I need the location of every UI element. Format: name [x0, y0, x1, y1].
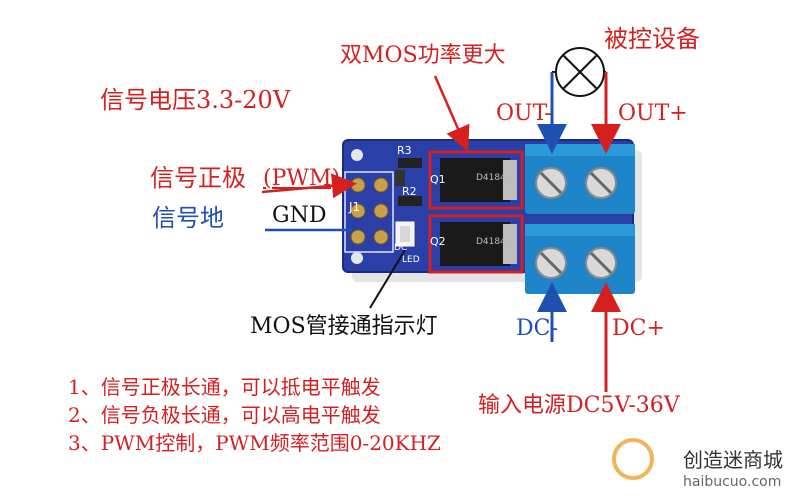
silk-r2: R2: [402, 185, 417, 198]
note-3: 3、PWM控制，PWM频率范围0-20KHZ: [68, 431, 441, 455]
led-indicator-label: MOS管接通指示灯: [250, 314, 438, 339]
gnd-label: GND: [272, 203, 327, 228]
dual-mos-label: 双MOS功率更大: [340, 43, 506, 68]
silk-dc: DC: [394, 243, 408, 253]
out-minus-label: OUT-: [496, 101, 552, 126]
silk-r3: R3: [397, 144, 412, 157]
pwm-label: (PWM): [263, 166, 341, 191]
note-1: 1、信号正极长通，可以抵电平触发: [68, 375, 381, 399]
dc-minus-label: DC-: [516, 316, 558, 341]
led-pointer: [369, 249, 406, 309]
silk-q2: Q2: [430, 235, 446, 248]
pwm-signal-line: [261, 173, 357, 199]
terminal-block-input: [525, 224, 635, 294]
watermark-site: haibucuo.com: [683, 474, 782, 490]
out-plus-label: OUT+: [618, 101, 688, 126]
silk-led: LED: [402, 255, 420, 265]
chip-q1-marking: D4184: [476, 173, 506, 183]
note-2: 2、信号负极长通，可以高电平触发: [68, 403, 381, 427]
dc-plus-label: DC+: [612, 316, 665, 341]
chip-q2-marking: D4184: [476, 237, 506, 247]
watermark-brand: 创造迷商城: [683, 448, 783, 472]
terminal-block-output: [525, 144, 635, 214]
silk-j1: J1: [349, 200, 361, 214]
dual-mos-pointer: [433, 75, 470, 152]
signal-ground-label: 信号地: [152, 204, 224, 232]
watermark-logo: [612, 438, 654, 480]
signal-positive-label: 信号正极: [150, 164, 246, 192]
device-label: 被控设备: [604, 25, 700, 53]
signal-voltage-label: 信号电压3.3-20V: [100, 86, 291, 114]
input-power-label: 输入电源DC5V-36V: [478, 393, 680, 418]
silk-q1: Q1: [430, 173, 446, 186]
lamp-symbol: [552, 47, 606, 97]
